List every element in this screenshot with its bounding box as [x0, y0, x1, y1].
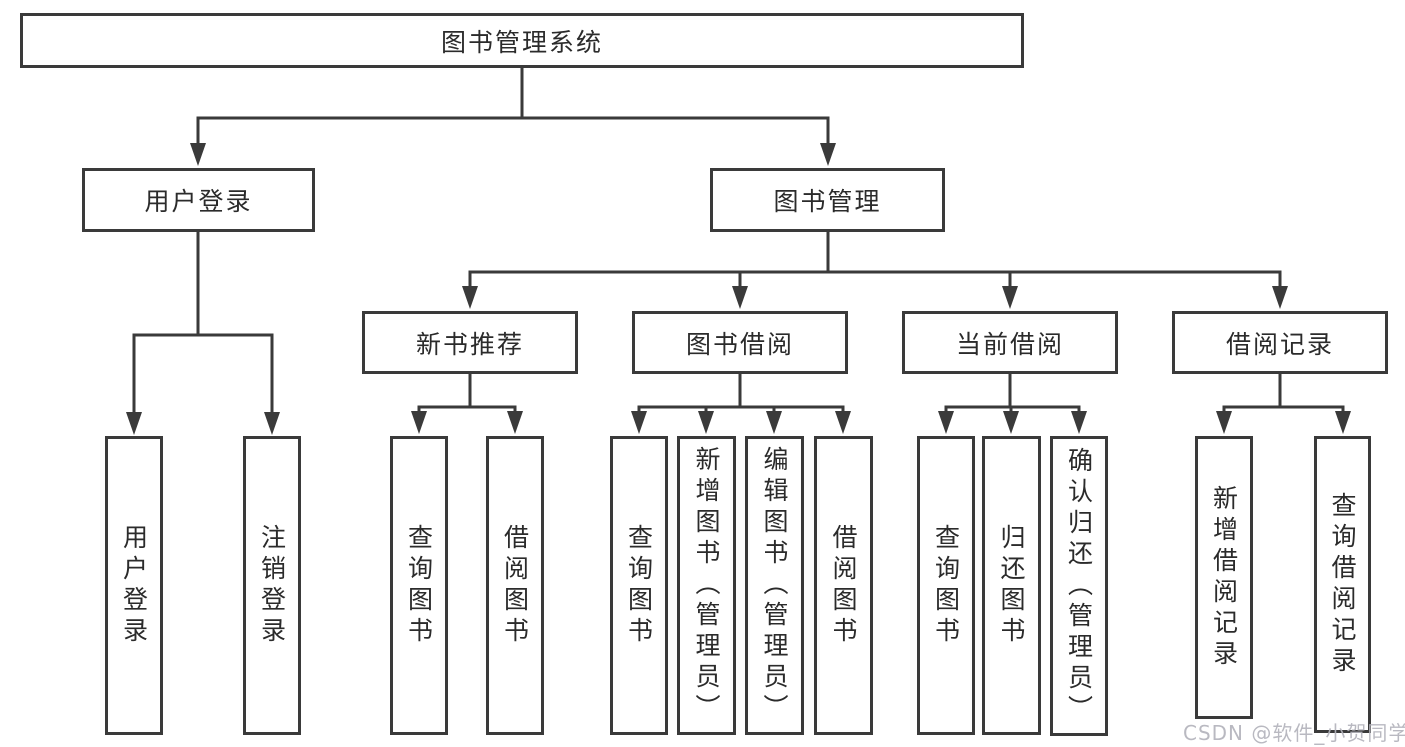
leaf-query-book-3: 查询图书: [917, 436, 975, 735]
node-borrow-records: 借阅记录: [1172, 311, 1388, 374]
leaf-return-book: 归还图书: [982, 436, 1041, 735]
connector-records-to-leaves: [1222, 372, 1345, 418]
node-book-management: 图书管理: [710, 168, 945, 232]
node-book-borrow: 图书借阅: [632, 311, 848, 374]
leaf-borrow-book-1: 借阅图书: [486, 436, 544, 735]
leaf-query-book-1: 查询图书: [390, 436, 448, 735]
connector-userlogin-to-leaves: [132, 230, 274, 418]
node-user-login: 用户登录: [82, 168, 315, 232]
leaf-user-login: 用户登录: [105, 436, 163, 735]
arrowheads: [126, 143, 1351, 435]
node-root: 图书管理系统: [20, 13, 1024, 68]
leaf-edit-book-admin: 编辑图书（管理员）: [745, 436, 804, 735]
connector-bookmgmt-to-level3: [468, 230, 1282, 292]
leaf-confirm-return-admin: 确认归还（管理员）: [1050, 436, 1108, 736]
leaf-add-book-admin: 新增图书（管理员）: [677, 436, 736, 735]
leaf-query-book-2: 查询图书: [610, 436, 668, 735]
node-current-borrow: 当前借阅: [902, 311, 1118, 374]
leaf-borrow-book-2: 借阅图书: [814, 436, 873, 735]
leaf-add-borrow-record: 新增借阅记录: [1195, 436, 1253, 719]
node-new-book-recommend: 新书推荐: [362, 311, 578, 374]
connector-current-to-leaves: [944, 372, 1081, 418]
connector-root-to-level2: [196, 66, 830, 150]
leaf-query-borrow-record: 查询借阅记录: [1314, 436, 1371, 733]
leaf-logout: 注销登录: [243, 436, 301, 735]
connector-newbooks-to-leaves: [417, 372, 517, 418]
connector-borrow-to-leaves: [637, 372, 845, 418]
watermark: CSDN @软件_小贺同学: [1183, 721, 1405, 745]
